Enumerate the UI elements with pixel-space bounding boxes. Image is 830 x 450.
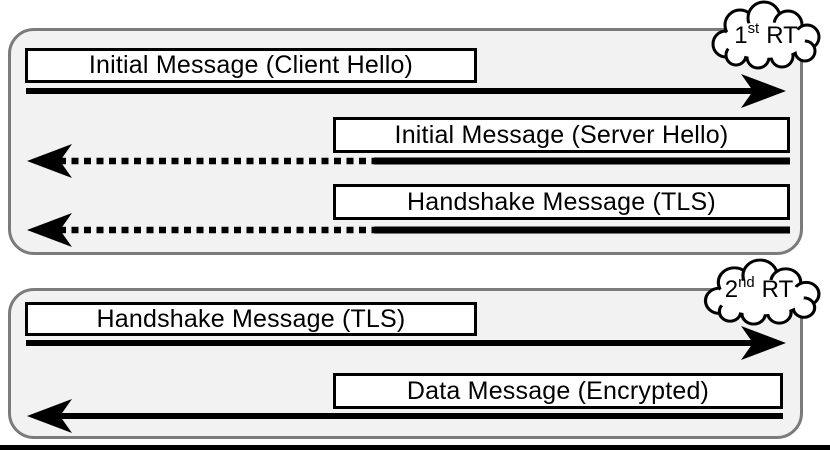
- message-box-handshake-tls-2: Handshake Message (TLS): [25, 302, 477, 336]
- badge-number: 2: [724, 276, 739, 303]
- badge-ordinal: nd: [738, 274, 755, 291]
- arrowhead-left-icon: [27, 213, 72, 247]
- arrow-client-hello: [26, 74, 786, 108]
- badge-number: 1: [734, 22, 748, 49]
- message-box-server-hello: Initial Message (Server Hello): [333, 117, 790, 153]
- badge-unit: RT: [761, 276, 794, 303]
- badge-unit: RT: [766, 22, 798, 49]
- message-box-data-encrypted: Data Message (Encrypted): [333, 373, 783, 409]
- arrowhead-left-icon: [27, 144, 72, 178]
- arrow-handshake-tls-1: [27, 213, 790, 247]
- arrowhead-right-icon: [741, 326, 786, 360]
- arrowhead-left-icon: [27, 399, 72, 433]
- message-box-client-hello: Initial Message (Client Hello): [25, 48, 477, 83]
- badge-ordinal: st: [747, 20, 760, 37]
- arrow-server-hello: [27, 144, 790, 178]
- arrow-handshake-tls-2: [26, 326, 786, 360]
- bottom-border-line: [0, 445, 830, 450]
- arrowhead-right-icon: [741, 74, 786, 108]
- message-box-handshake-tls-1: Handshake Message (TLS): [333, 184, 790, 220]
- arrow-data-message: [27, 399, 783, 433]
